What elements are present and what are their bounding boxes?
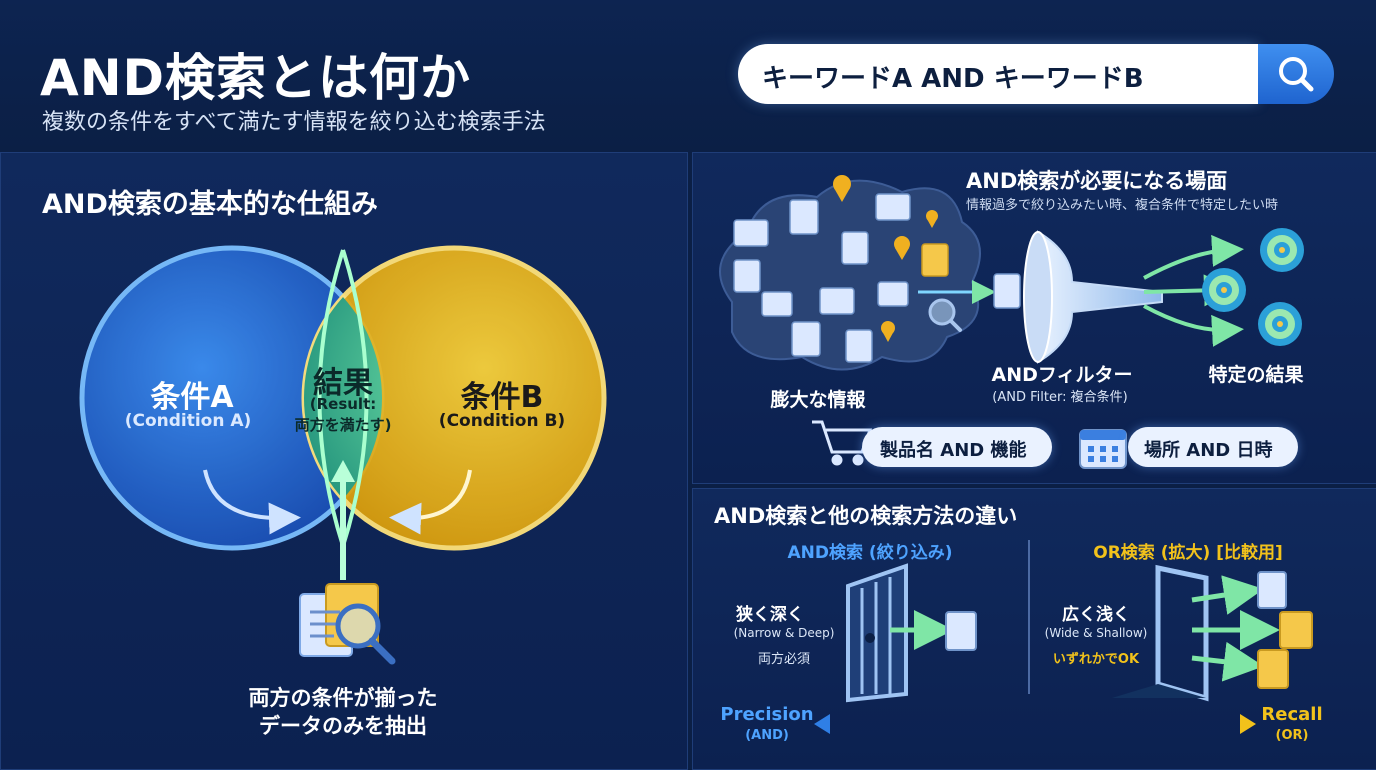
info-label: 膨大な情報 [770,389,866,411]
compare-diagram [814,540,1313,734]
page-title: AND検索とは何か [40,49,472,107]
condition-a-label: 条件A [150,380,234,415]
scenes-subheading: 情報過多で絞り込みたい時、複合条件で特定したい時 [966,198,1279,213]
search-input[interactable] [738,44,1258,104]
cart-icon [812,420,873,466]
filter-sub: (AND Filter: 複合条件) [992,390,1128,405]
location-pin-icons [833,175,938,342]
arrow-b [389,469,472,535]
search-icon [1279,57,1314,92]
or-desc: 広く浅く [1062,605,1130,625]
result-sub-2: 両方を満たす) [294,416,392,434]
example-pill-2: 場所 AND 日時 [1128,427,1298,467]
recall-label: Recall [1261,704,1323,725]
venn-caption-2: データのみを抽出 [259,714,427,738]
precision-recall-axis [814,714,1256,734]
condition-a-sub: (Condition A) [124,411,252,431]
example-pill-1: 製品名 AND 機能 [862,427,1052,467]
document-search-icon [299,583,396,665]
and-desc-en: (Narrow & Deep) [733,626,835,640]
search-query: キーワードA AND キーワードB [762,64,1144,94]
calendar-icon [1079,429,1127,469]
filter-flow-diagram [719,175,1304,469]
or-result-icons [1257,571,1313,689]
result-label: 結果 [313,366,373,401]
condition-b-label: 条件B [460,380,544,415]
and-note: 両方必須 [757,652,811,667]
recall-sub: (OR) [1275,728,1309,743]
venn-heading: AND検索の基本的な仕組み [42,189,378,220]
narrow-gate-icon [846,563,908,703]
info-cloud [719,179,981,371]
note-icon [921,243,949,277]
wide-door-icon [1112,564,1209,702]
compare-heading: AND検索と他の検索方法の違い [714,504,1018,528]
venn-caption-1: 両方の条件が揃った [248,686,438,710]
result-scene-label: 特定の結果 [1208,364,1304,386]
condition-b-sub: (Condition B) [438,411,566,431]
scenes-heading: AND検索が必要になる場面 [966,169,1228,193]
or-note: いずれかでOK [1052,652,1140,667]
target-icons [1202,228,1304,346]
and-result-doc-icon [945,611,977,651]
and-filter-funnel [993,230,1163,364]
and-desc: 狭く深く [736,605,804,625]
document-icons [733,193,911,363]
filter-label: ANDフィルター [991,364,1133,386]
venn-diagram [79,245,607,665]
page-subtitle: 複数の条件をすべて満たす情報を絞り込む検索手法 [42,110,546,135]
result-sub-1: (Result: [309,395,377,413]
example-pill-2-label: 場所 AND 日時 [1144,440,1273,461]
search-button[interactable] [1258,44,1334,104]
arrow-a [203,469,301,535]
or-title: OR検索 (拡大) [比較用] [1093,543,1283,563]
magnifier-icon [928,298,962,332]
precision-sub: (AND) [745,728,789,743]
example-pill-1-label: 製品名 AND 機能 [880,440,1027,461]
or-desc-en: (Wide & Shallow) [1044,626,1148,640]
and-title: AND検索 (絞り込み) [787,543,953,563]
precision-label: Precision [720,704,814,725]
